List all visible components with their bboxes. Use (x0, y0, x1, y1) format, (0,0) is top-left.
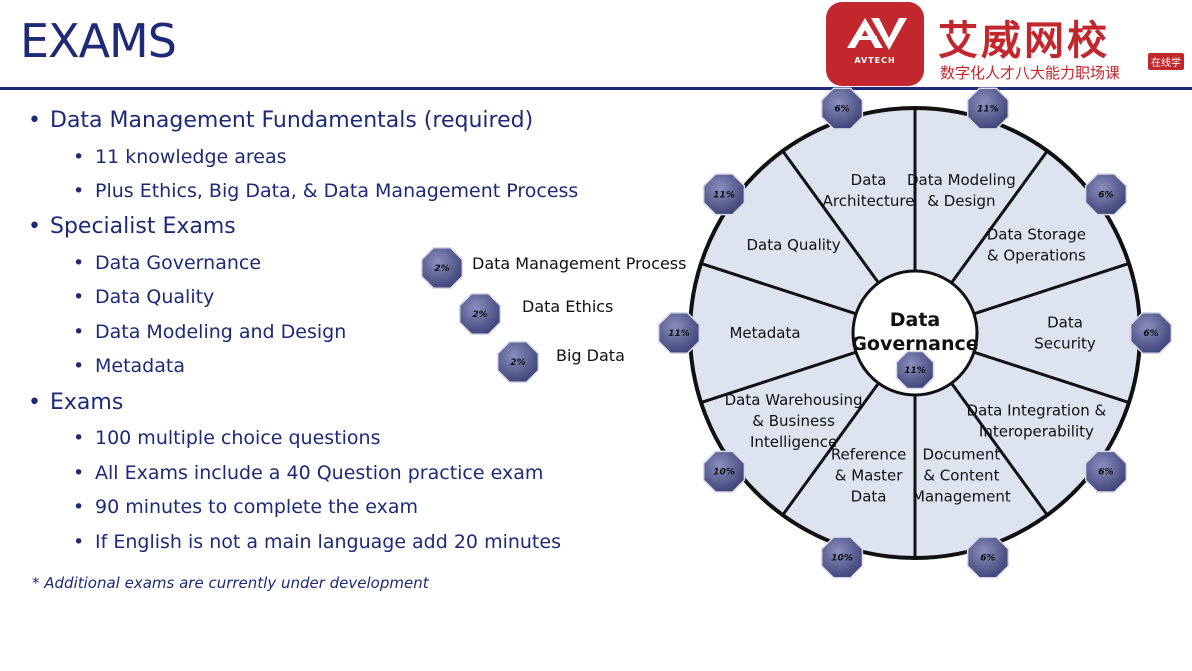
sub-bullet: •Metadata (73, 355, 185, 377)
segment-label: Interoperability (979, 423, 1094, 441)
logo-tag: 在线学 (1148, 53, 1184, 70)
logo-slogan: 数字化人才八大能力职场课 (940, 64, 1121, 82)
wheel-spoke (950, 150, 1049, 284)
segment-percent-badge-text: 6% (980, 553, 995, 563)
wheel-spoke (700, 262, 857, 316)
segment-label: Metadata (729, 324, 800, 342)
segment-label: & Operations (987, 246, 1086, 264)
segment-percent-badge: 6% (1084, 450, 1128, 493)
page-title: EXAMS (20, 14, 177, 68)
wheel-spoke (781, 382, 880, 516)
wheel-spoke (973, 262, 1130, 316)
center-label-line1: Data (890, 309, 941, 331)
logo-subtext: AVTECH (854, 56, 896, 65)
segment-percent-badge: 11% (657, 311, 701, 355)
extra-percent-badge: 2% (496, 340, 540, 384)
wheel-spoke (950, 382, 1049, 516)
segment-label: Architecture (823, 192, 915, 210)
logo-cn-name: 艾威网校 (938, 18, 1110, 64)
sub-bullet: •All Exams include a 40 Question practic… (73, 462, 544, 484)
sub-bullet: •100 multiple choice questions (73, 427, 381, 449)
segment-percent-badge-text: 6% (834, 105, 849, 115)
segment-label: Document (923, 446, 1001, 464)
extra-label-big-data: Big Data (556, 346, 625, 365)
sub-bullet: •Data Governance (73, 252, 262, 274)
extra-percent-badge-text: 2% (472, 310, 487, 320)
wheel-center-circle (851, 269, 979, 397)
segment-label: Security (1034, 335, 1096, 353)
segment-label: Data (851, 488, 887, 506)
segment-percent-badge-text: 6% (1098, 468, 1113, 478)
center-label-line2: Governance (851, 333, 978, 355)
segment-label: Data (1047, 314, 1083, 332)
bullet-fundamentals: •Data Management Fundamentals (required) (28, 108, 534, 133)
segment-label: & Content (923, 467, 999, 485)
segment-percent-badge: 6% (1084, 173, 1128, 216)
segment-label: Intelligence (750, 433, 837, 451)
segment-percent-badge-text: 6% (1143, 329, 1158, 339)
segment-label: Data Quality (747, 236, 841, 254)
center-percent-badge-text: 11% (904, 366, 926, 376)
sub-bullet: •90 minutes to complete the exam (73, 496, 419, 518)
segment-percent-badge: 10% (702, 450, 746, 493)
extra-label-dm-process: Data Management Process (472, 254, 687, 273)
footnote: * Additional exams are currently under d… (32, 574, 429, 592)
sub-bullet: •Data Modeling and Design (73, 321, 347, 343)
bullet-exams: •Exams (28, 390, 124, 415)
wheel-spoke (781, 150, 880, 284)
segment-percent-badge: 6% (966, 536, 1010, 579)
segment-label: & Master (835, 467, 904, 485)
segment-label: Data Storage (987, 225, 1086, 243)
segment-percent-badge: 11% (702, 173, 746, 216)
bullet-specialist: •Specialist Exams (28, 214, 236, 239)
extra-percent-badge: 2% (458, 292, 502, 336)
segment-percent-badge-text: 10% (831, 553, 853, 563)
extra-percent-badge: 2% (420, 246, 464, 290)
wheel-spoke (973, 350, 1130, 404)
segment-percent-badge-text: 11% (668, 329, 690, 339)
sub-bullet: •Data Quality (73, 286, 215, 308)
extra-label-data-ethics: Data Ethics (522, 297, 614, 316)
segment-percent-badge: 6% (1129, 311, 1173, 355)
sub-bullet: •Plus Ethics, Big Data, & Data Managemen… (73, 180, 579, 202)
segment-percent-badge-text: 11% (977, 105, 999, 115)
segment-percent-badge-text: 11% (713, 190, 735, 200)
extra-percent-badge-text: 2% (510, 358, 525, 368)
segment-label: Data Modeling (907, 171, 1016, 189)
segment-label: Data Integration & (967, 402, 1107, 420)
segment-label: Data (851, 171, 887, 189)
title-divider (0, 87, 1192, 90)
segment-label: & Business (752, 412, 835, 430)
segment-label: Data Warehousing (725, 391, 863, 409)
segment-label: Reference (831, 446, 907, 464)
wheel-spoke (700, 350, 857, 404)
segment-percent-badge: 10% (820, 536, 864, 579)
av-logo-icon (847, 18, 907, 50)
segment-percent-badge-text: 10% (713, 468, 735, 478)
segment-percent-badge-text: 6% (1098, 190, 1113, 200)
sub-bullet: •If English is not a main language add 2… (73, 531, 561, 553)
center-percent-badge: 11% (895, 350, 935, 390)
sub-bullet: •11 knowledge areas (73, 146, 287, 168)
segment-percent-badge: 11% (966, 87, 1010, 130)
segment-label: Management (912, 488, 1011, 506)
extra-percent-badge-text: 2% (434, 264, 449, 274)
segment-label: & Design (927, 192, 995, 210)
segment-percent-badge: 6% (820, 87, 864, 130)
